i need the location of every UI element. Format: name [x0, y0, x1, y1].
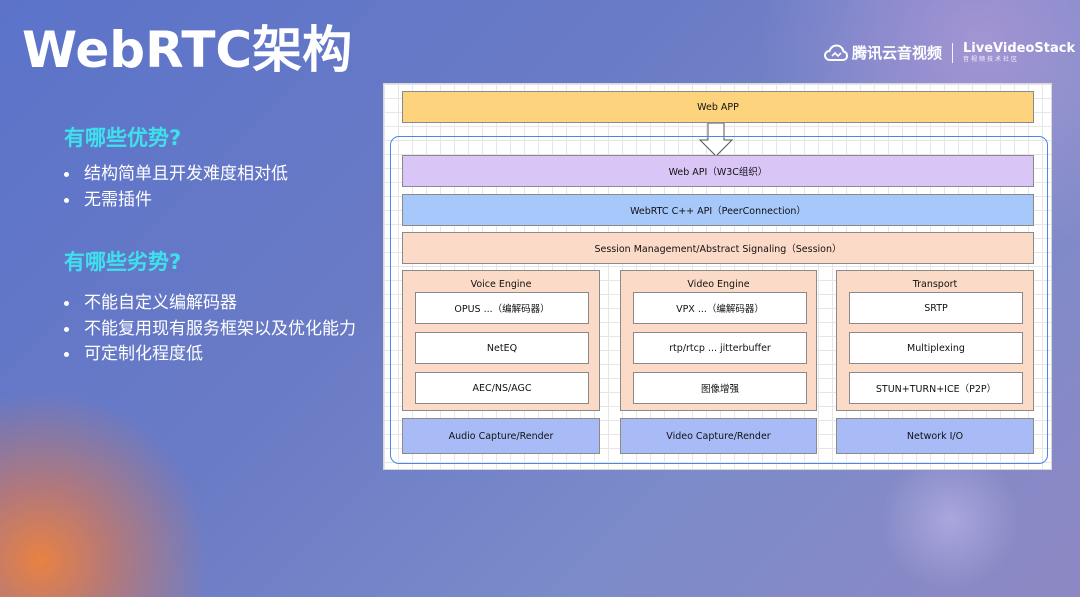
cpp-api-box: WebRTC C++ API（PeerConnection）	[402, 194, 1034, 226]
list-item: 不能自定义编解码器	[62, 291, 356, 317]
disadvantages-list: 不能自定义编解码器 不能复用现有服务框架以及优化能力 可定制化程度低	[62, 291, 356, 368]
transport-title: Transport	[912, 279, 958, 290]
voice-engine-title: Voice Engine	[470, 279, 532, 290]
voice-component-box: NetEQ	[415, 332, 589, 364]
cloud-icon	[824, 43, 848, 61]
bullet-dot	[64, 197, 69, 203]
bullet-dot	[64, 326, 69, 332]
transport-box: Transport SRTP Multiplexing STUN+TURN+IC…	[836, 270, 1034, 411]
video-capture-render-box: Video Capture/Render	[620, 418, 817, 454]
list-item-text: 可定制化程度低	[84, 344, 203, 364]
list-item-text: 不能复用现有服务框架以及优化能力	[84, 318, 356, 339]
bullet-dot	[64, 352, 69, 358]
brand-logos: 腾讯云音视频 LiveVideoStack 音视频技术社区	[824, 42, 1075, 63]
list-item: 结构简单且开发难度相对低	[62, 162, 288, 188]
livevideostack-logo: LiveVideoStack 音视频技术社区	[963, 42, 1075, 63]
web-api-box: Web API（W3C组织）	[402, 155, 1034, 187]
video-engine-title: Video Engine	[687, 279, 750, 290]
video-component-box: VPX ...（编解码器）	[633, 292, 807, 324]
list-item: 无需插件	[62, 188, 288, 214]
tencent-brand-name: 腾讯云音视频	[852, 44, 943, 62]
bullet-dot	[64, 301, 69, 307]
video-component-box: rtp/rtcp ... jitterbuffer	[633, 332, 807, 364]
voice-component-box: AEC/NS/AGC	[415, 372, 589, 404]
transport-component-box: Multiplexing	[849, 332, 1023, 364]
advantages-list: 结构简单且开发难度相对低 无需插件	[62, 162, 288, 213]
voice-engine-box: Voice Engine OPUS ...（编解码器） NetEQ AEC/NS…	[402, 270, 600, 411]
video-engine-box: Video Engine VPX ...（编解码器） rtp/rtcp ... …	[620, 270, 817, 411]
list-item-text: 结构简单且开发难度相对低	[84, 164, 288, 184]
audio-capture-render-box: Audio Capture/Render	[402, 418, 600, 454]
session-management-box: Session Management/Abstract Signaling（Se…	[402, 232, 1034, 264]
down-arrow-icon	[698, 123, 734, 157]
transport-component-box: SRTP	[849, 292, 1023, 324]
web-app-box: Web APP	[402, 91, 1034, 123]
brand-divider	[952, 42, 954, 63]
transport-component-box: STUN+TURN+ICE（P2P）	[849, 372, 1023, 404]
webrtc-architecture-diagram: Web APP Web API（W3C组织） WebRTC C++ API（Pe…	[383, 83, 1052, 470]
webrtc-container	[390, 136, 1048, 464]
list-item: 不能复用现有服务框架以及优化能力	[62, 317, 356, 343]
list-item-text: 不能自定义编解码器	[84, 293, 237, 313]
list-item-text: 无需插件	[84, 189, 152, 210]
advantages-heading: 有哪些优势?	[64, 126, 182, 150]
network-io-box: Network I/O	[836, 418, 1034, 454]
video-component-box: 图像增强	[633, 372, 807, 404]
voice-component-box: OPUS ...（编解码器）	[415, 292, 589, 324]
disadvantages-heading: 有哪些劣势?	[64, 250, 182, 274]
livevideostack-subtitle: 音视频技术社区	[963, 56, 1020, 63]
slide-title: WebRTC架构	[22, 21, 353, 79]
livevideostack-name: LiveVideoStack	[963, 41, 1076, 56]
list-item: 可定制化程度低	[62, 342, 356, 368]
bullet-dot	[64, 172, 69, 178]
